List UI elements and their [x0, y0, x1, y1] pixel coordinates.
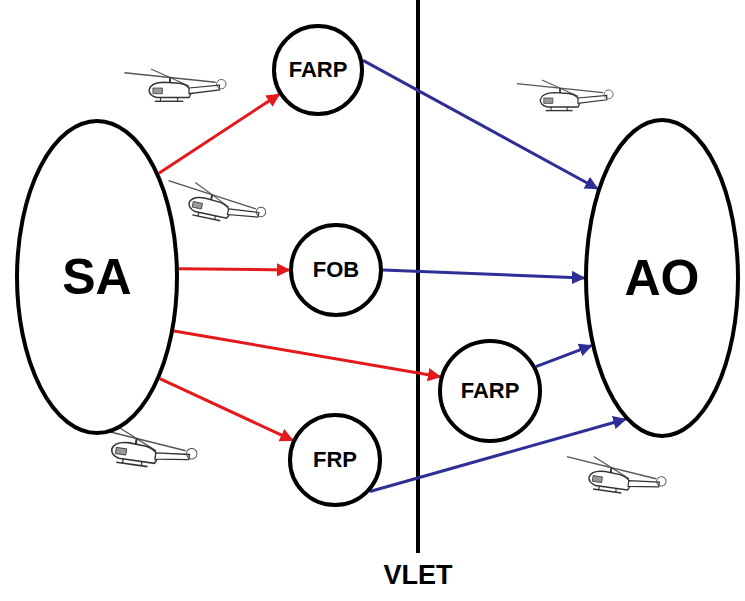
- helicopter: [163, 177, 269, 230]
- flow-arrow: [160, 379, 293, 441]
- node-label: FOB: [313, 257, 359, 283]
- objective-ellipse: AO: [584, 118, 740, 438]
- boundary-line: [416, 0, 420, 553]
- flow-arrow: [174, 331, 440, 377]
- staging-area-ellipse: SA: [15, 119, 179, 435]
- flow-arrow: [363, 60, 597, 188]
- flow-arrow: [383, 270, 584, 278]
- flow-arrow: [179, 269, 289, 270]
- site-circle: FRP: [288, 413, 382, 507]
- node-label: FARP: [461, 378, 520, 404]
- flow-arrow: [536, 346, 591, 367]
- site-circle: FARP: [438, 339, 542, 443]
- helicopter: [563, 453, 668, 499]
- node-label: SA: [62, 248, 131, 306]
- site-circle: FOB: [289, 223, 383, 317]
- boundary-label: VLET: [380, 560, 455, 591]
- node-label: FARP: [289, 57, 348, 83]
- helicopter: [124, 69, 226, 101]
- helicopter: [517, 80, 613, 111]
- site-circle: FARP: [272, 24, 364, 116]
- node-label: FRP: [313, 447, 357, 473]
- node-label: AO: [625, 249, 700, 307]
- flow-arrow: [159, 94, 279, 173]
